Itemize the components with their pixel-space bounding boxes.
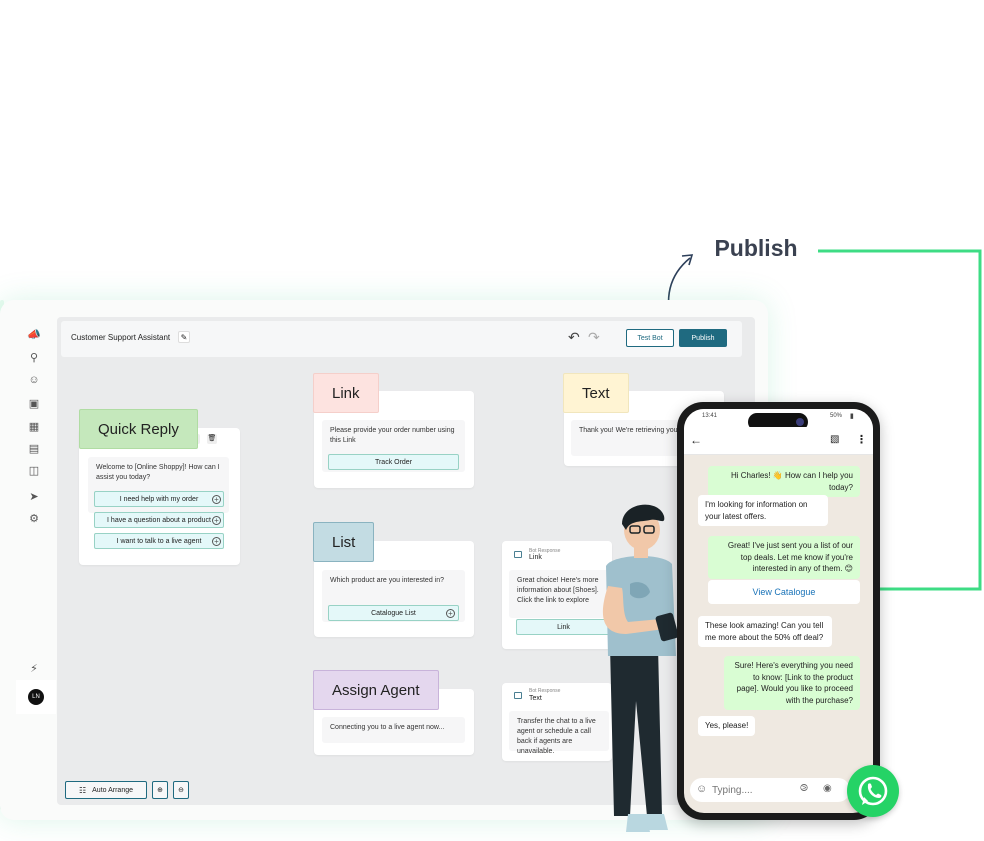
add-connection-icon[interactable]: + — [212, 495, 221, 504]
response-type: Link — [529, 554, 542, 561]
document-icon[interactable]: ▤ — [28, 442, 40, 455]
status-time: 13:41 — [702, 413, 718, 419]
chat-header: ← ▧ ⋮ — [684, 427, 873, 455]
user-circle-icon[interactable]: ☺ — [28, 374, 40, 386]
store-icon[interactable]: ▧ — [830, 434, 840, 445]
list-response-message: Great choice! Here's more information ab… — [509, 570, 609, 618]
undo-icon[interactable]: ↶ — [568, 329, 580, 345]
zoom-out-button[interactable]: ⊖ — [173, 781, 189, 799]
quick-reply-option-1[interactable]: I need help with my order — [94, 491, 224, 507]
agent-response-node[interactable]: Bot Response Text Transfer the chat to a… — [502, 683, 612, 761]
quick-reply-tag: Quick Reply — [79, 409, 198, 449]
assign-agent-tag: Assign Agent — [313, 670, 439, 710]
signal-icon: ▮ — [850, 413, 854, 420]
message-input[interactable] — [712, 783, 782, 797]
more-options-icon[interactable]: ⋮ — [856, 434, 867, 446]
sidebar: 📣 ⚲ ☺ ▣ ▦ ▤ ◫ ➤ ⚙ ⚡ LN — [14, 318, 56, 798]
pencil-icon[interactable]: ✎ — [178, 331, 190, 343]
chat-message: Sure! Here's everything you need to know… — [724, 656, 860, 710]
integration-icon[interactable]: ◫ — [28, 464, 40, 477]
box-icon[interactable]: ▣ — [28, 397, 40, 410]
assign-agent-message: Connecting you to a live agent now... — [322, 717, 465, 743]
megaphone-icon[interactable]: 📣 — [27, 328, 41, 341]
zoom-in-button[interactable]: ⊕ — [152, 781, 168, 799]
builder-toolbar: Customer Support Assistant ✎ ↶ ↷ Test Bo… — [61, 321, 742, 357]
catalogue-list-button[interactable]: Catalogue List — [328, 605, 459, 621]
trash-icon[interactable]: 🗑 — [207, 434, 217, 444]
link-tag: Link — [313, 373, 379, 413]
add-connection-icon[interactable]: + — [446, 609, 455, 618]
dynamic-island — [748, 413, 808, 431]
response-header: Bot Response — [529, 688, 561, 694]
rocket-icon[interactable]: ➤ — [29, 490, 39, 503]
response-type: Text — [529, 695, 542, 702]
whatsapp-logo-icon — [847, 765, 899, 817]
settings-icon[interactable]: ⚙ — [29, 512, 39, 525]
chat-message: Yes, please! — [698, 716, 756, 736]
arrange-icon: ☷ — [78, 785, 87, 795]
whatsapp-screen: 13:41 50% ▮ ← ▧ ⋮ Hi Charles! 👋 How can … — [684, 409, 873, 813]
text-tag: Text — [563, 373, 629, 413]
publish-callout: Publish — [700, 222, 812, 274]
avatar[interactable]: LN — [16, 680, 56, 714]
zoom-out-icon: ⊖ — [178, 787, 184, 794]
battery-level: 50% — [830, 413, 843, 419]
text-icon — [514, 692, 522, 699]
chat-message: I'm looking for information on your late… — [698, 495, 828, 526]
publish-arrow-head — [681, 254, 694, 266]
camera-icon[interactable]: ◉ — [823, 783, 832, 794]
agent-response-message: Transfer the chat to a live agent or sch… — [509, 711, 609, 755]
qr-icon[interactable]: ▦ — [28, 420, 40, 433]
list-tag: List — [313, 522, 375, 562]
contacts-icon[interactable]: ⚲ — [29, 351, 39, 364]
message-input-bar: ☺ ⧁ ◉ — [690, 778, 850, 802]
quick-reply-node[interactable]: ❐ 🗑 Welcome to [Online Shoppy]! How can … — [79, 428, 240, 565]
person-illustration — [602, 504, 679, 832]
zoom-in-icon: ⊕ — [157, 787, 163, 794]
publish-button[interactable]: Publish — [679, 329, 727, 347]
calendar-icon — [514, 551, 522, 558]
response-header: Bot Response — [529, 548, 561, 554]
auto-arrange-button[interactable]: ☷ Auto Arrange — [65, 781, 147, 799]
quick-reply-option-3[interactable]: I want to talk to a live agent — [94, 533, 224, 549]
view-catalogue-button[interactable]: View Catalogue — [708, 580, 860, 604]
publish-connector-line — [818, 249, 982, 591]
add-connection-icon[interactable]: + — [212, 537, 221, 546]
bot-title: Customer Support Assistant — [71, 333, 171, 342]
attach-icon[interactable]: ⧁ — [800, 783, 808, 794]
list-node[interactable]: Which product are you interested in? Cat… — [314, 541, 474, 637]
emoji-icon[interactable]: ☺ — [696, 783, 708, 795]
help-icon[interactable]: ⚡ — [30, 662, 38, 675]
link-node[interactable]: Please provide your order number using t… — [314, 391, 474, 488]
camera-icon — [796, 418, 804, 426]
chat-message: Hi Charles! 👋 How can I help you today? — [708, 466, 860, 497]
list-response-node[interactable]: Bot Response Link Great choice! Here's m… — [502, 541, 612, 649]
quick-reply-option-2[interactable]: I have a question about a product — [94, 512, 224, 528]
test-bot-button[interactable]: Test Bot — [626, 329, 674, 347]
chat-message: These look amazing! Can you tell me more… — [698, 616, 832, 647]
track-order-button[interactable]: Track Order — [328, 454, 459, 470]
back-arrow-icon[interactable]: ← — [690, 433, 702, 447]
chat-message: Great! I've just sent you a list of our … — [708, 536, 860, 579]
redo-icon[interactable]: ↷ — [588, 329, 600, 345]
add-connection-icon[interactable]: + — [212, 516, 221, 525]
